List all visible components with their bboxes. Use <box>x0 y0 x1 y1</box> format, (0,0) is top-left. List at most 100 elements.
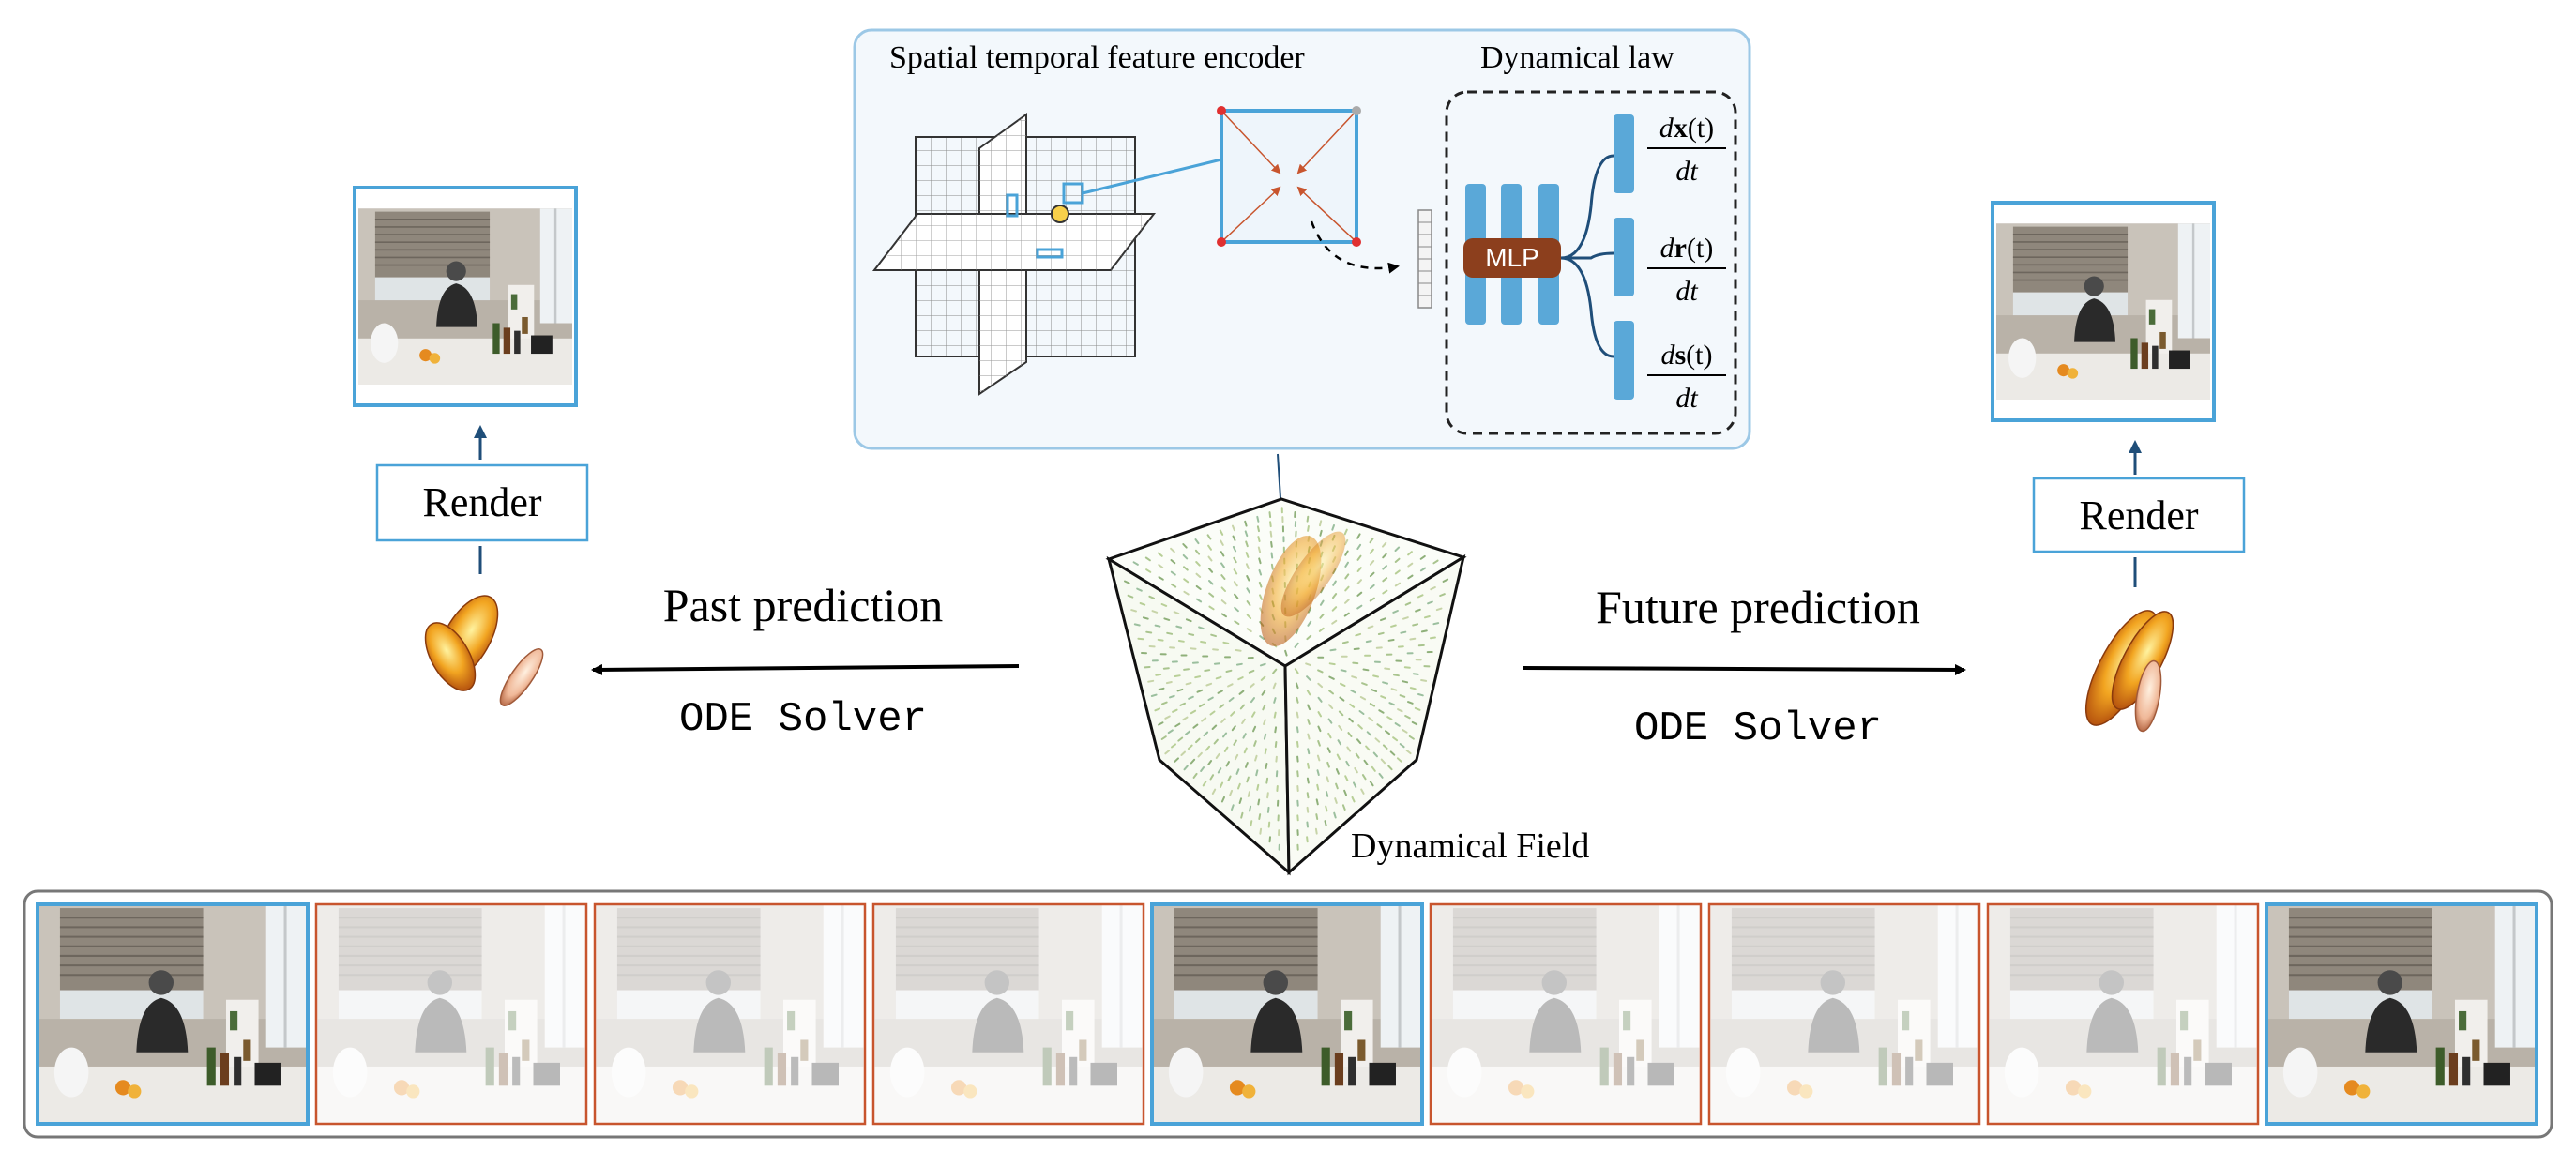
field-vector <box>1339 696 1345 702</box>
cube-right-face <box>1283 553 1466 876</box>
field-vector <box>1246 628 1252 633</box>
field-vector <box>1399 694 1406 698</box>
field-vector <box>1387 639 1395 642</box>
field-vector <box>1361 774 1367 781</box>
field-vector <box>1182 553 1189 560</box>
field-vector <box>1247 791 1250 797</box>
field-vector <box>1378 772 1384 779</box>
field-vector <box>1394 569 1401 575</box>
field-vector <box>1161 701 1168 705</box>
field-vector <box>1201 717 1207 722</box>
predicted-frame <box>871 902 1145 1126</box>
predicted-frame <box>1707 902 1981 1126</box>
predicted-frame <box>1986 902 2260 1126</box>
field-vector <box>1164 715 1171 720</box>
field-vector <box>1307 719 1311 725</box>
field-vector <box>1225 761 1230 767</box>
field-vector <box>1355 752 1360 759</box>
field-vector <box>1369 597 1375 602</box>
field-vector <box>1208 605 1215 611</box>
field-vector <box>1382 541 1387 548</box>
field-vector <box>1139 602 1146 606</box>
field-vector <box>1215 752 1220 759</box>
field-vector <box>1250 697 1255 704</box>
field-vector <box>1133 623 1141 627</box>
field-vector <box>1306 634 1312 641</box>
field-vector <box>1382 565 1387 570</box>
field-vector <box>1256 525 1260 533</box>
field-vector <box>1272 668 1278 674</box>
observed-frame <box>1150 902 1424 1126</box>
field-vector <box>1252 725 1257 733</box>
field-vector <box>1212 648 1219 651</box>
field-vector <box>1372 674 1379 678</box>
field-vector <box>1127 594 1134 599</box>
field-vector <box>1188 695 1194 700</box>
field-vector <box>1366 731 1372 736</box>
field-vector <box>1347 732 1353 737</box>
field-vector <box>1396 757 1402 763</box>
field-vector <box>1244 530 1249 538</box>
field-vector <box>1219 529 1224 536</box>
field-vector <box>1245 563 1250 569</box>
field-vector <box>1317 669 1324 674</box>
field-vector <box>1208 580 1214 585</box>
field-vector <box>1296 711 1299 719</box>
field-vector <box>1148 595 1155 599</box>
field-vector <box>1167 729 1174 735</box>
field-vector <box>1368 717 1374 722</box>
hexplane-grids <box>871 113 1222 396</box>
derivative-s: ds(t) dt <box>1647 340 1726 414</box>
field-vector <box>1384 667 1391 671</box>
field-vector <box>1246 600 1251 607</box>
svg-text:dt: dt <box>1675 156 1698 187</box>
field-vector <box>1327 732 1332 739</box>
field-vector <box>1259 662 1266 667</box>
field-vector <box>1234 593 1239 599</box>
field-vector <box>1338 710 1344 717</box>
field-vector <box>1160 735 1167 740</box>
field-vector <box>1341 804 1346 811</box>
field-vector <box>1253 740 1257 747</box>
field-vector <box>1171 583 1177 588</box>
field-vector <box>1362 668 1370 672</box>
field-vector <box>1360 788 1365 795</box>
field-vector <box>1217 690 1223 694</box>
field-vector <box>1180 750 1186 756</box>
field-vector <box>1394 582 1401 587</box>
field-vector <box>1217 767 1222 774</box>
field-vector <box>1380 617 1386 622</box>
field-vector <box>1154 624 1161 628</box>
field-vector <box>1192 723 1199 729</box>
field-vector <box>1356 591 1363 597</box>
field-vector <box>1374 737 1381 743</box>
future-prediction-label: Future prediction <box>1596 581 1920 633</box>
field-vector <box>1377 631 1385 635</box>
field-vector <box>1331 606 1338 612</box>
field-vector <box>1344 775 1349 781</box>
field-vector <box>1234 753 1239 761</box>
field-vector <box>1372 751 1378 758</box>
field-vector <box>1259 594 1263 600</box>
field-vector <box>1270 563 1274 570</box>
field-vector <box>1183 765 1189 771</box>
field-vector <box>1356 738 1362 745</box>
field-vector <box>1414 706 1421 711</box>
field-vector <box>1170 570 1176 576</box>
field-vector <box>1307 762 1310 769</box>
field-vector <box>1411 720 1418 726</box>
dynamical-law-box: Dynamical law MLP dx(t) dt dr(t) <box>1445 40 1737 435</box>
field-vector <box>1344 599 1350 604</box>
field-vector <box>1305 662 1311 667</box>
field-vector <box>1343 528 1348 536</box>
field-vector <box>1158 576 1164 581</box>
field-vector <box>1349 703 1356 708</box>
field-vector <box>1332 580 1337 586</box>
field-vector <box>1432 622 1440 626</box>
field-vector <box>1166 631 1174 635</box>
field-vector <box>1337 739 1342 746</box>
field-vector <box>1246 614 1252 619</box>
field-vector <box>1246 575 1250 582</box>
field-vector <box>1332 593 1338 599</box>
field-vector <box>1427 600 1433 605</box>
